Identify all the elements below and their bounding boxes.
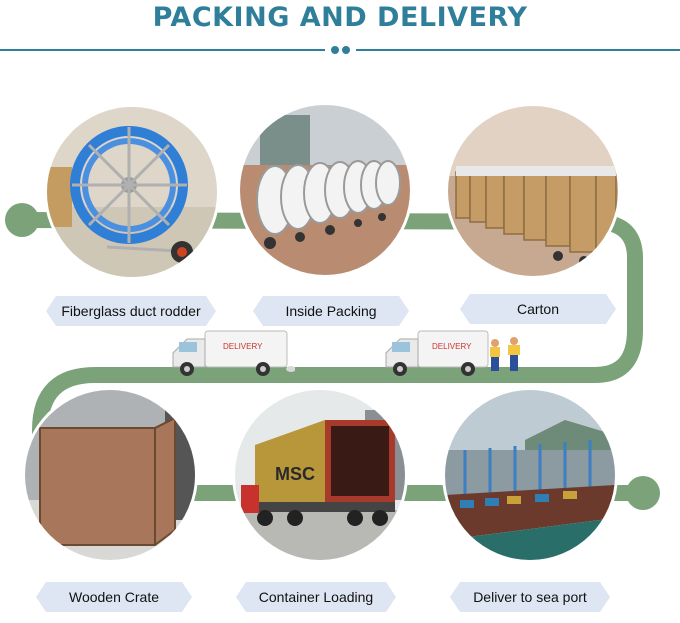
photo-wooden-crate	[25, 390, 195, 560]
step-label-inside-packing: Inside Packing	[253, 296, 409, 326]
step-label-wooden-crate: Wooden Crate	[36, 582, 192, 612]
step-label-container-loading: Container Loading	[236, 582, 396, 612]
truck-side-text: DELIVERY	[223, 342, 263, 351]
truck-side-text: DELIVERY	[432, 342, 472, 351]
divider-dot	[331, 46, 339, 54]
divider-dot	[342, 46, 350, 54]
photo-container-loading: MSC	[235, 390, 405, 560]
path-start-dot	[5, 203, 39, 237]
photo-fiberglass-duct-rodder	[47, 107, 217, 277]
path-end-dot	[626, 476, 660, 510]
title-divider-right	[356, 49, 680, 51]
photo-inside-packing	[240, 105, 410, 275]
delivery-truck-icon: DELIVERY	[165, 327, 296, 386]
page-title: PACKING AND DELIVERY	[152, 2, 528, 33]
step-label-fiberglass-duct-rodder: Fiberglass duct rodder	[46, 296, 216, 326]
container-brand: MSC	[275, 464, 315, 484]
step-label-deliver-to-sea-port: Deliver to sea port	[450, 582, 610, 612]
photo-carton	[448, 106, 618, 276]
workers-carrying-boxes	[490, 337, 520, 371]
title-divider-left	[0, 49, 325, 51]
photo-sea-port	[445, 390, 615, 560]
delivery-truck-icon: DELIVERY	[378, 327, 528, 386]
step-label-carton: Carton	[460, 294, 616, 324]
